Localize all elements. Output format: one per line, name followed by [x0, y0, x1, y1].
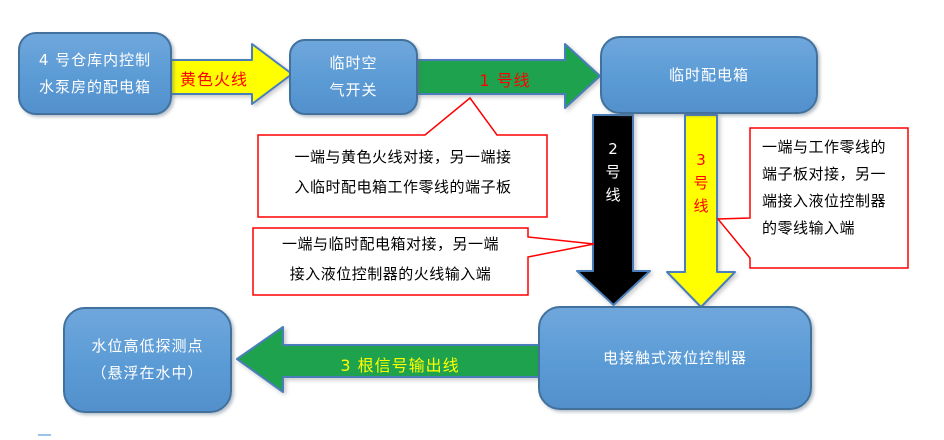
callout-wire-3-note: 一端与工作零线的 端子板对接，另一 端接入液位控制器 的零线输入端	[762, 134, 902, 242]
node-liquid-level-controller: 电接触式液位控制器	[538, 306, 812, 410]
node-label-line: 电接触式液位控制器	[602, 348, 747, 367]
signal-output-label: 3 根信号输出线	[340, 356, 460, 375]
wire-2-char: 号	[605, 163, 621, 181]
wire-1-label: 1 号线	[479, 71, 531, 90]
node-label-line: 气开关	[329, 81, 378, 99]
node-label-line: 临时空	[329, 54, 378, 72]
node-label-line: 4 号仓库内控制	[38, 50, 152, 69]
wire-2-arrow	[576, 114, 651, 306]
node-warehouse-distribution-box: 4 号仓库内控制 水泵房的配电箱	[18, 32, 172, 115]
wire-3-arrow	[666, 114, 736, 308]
callout-line: 一端与工作零线的	[762, 138, 887, 156]
callout-line: 的零线输入端	[762, 219, 856, 237]
wire-3-char: 线	[693, 197, 709, 215]
wire-1-arrow	[415, 43, 601, 109]
callout-line: 一端与黄色火线对接，另一端接	[294, 148, 512, 166]
wire-2-label: 2 号 线	[597, 141, 629, 203]
wire-3-char: 3	[696, 151, 706, 169]
wire-3-label: 3 号 线	[685, 152, 717, 214]
node-label-line: 临时配电箱	[668, 65, 749, 84]
node-label-line: （悬浮在水中）	[91, 364, 204, 382]
node-water-level-probe: 水位高低探测点 （悬浮在水中）	[63, 307, 232, 413]
yellow-live-wire-arrow	[168, 43, 293, 105]
node-label-line: 水位高低探测点	[91, 337, 204, 355]
node-label-line: 水泵房的配电箱	[38, 77, 151, 96]
callout-line: 接入液位控制器的火线输入端	[289, 265, 492, 283]
wire-3-char: 号	[693, 174, 709, 192]
callout-wire-2-note: 一端与临时配电箱对接，另一端 接入液位控制器的火线输入端	[253, 229, 528, 289]
callout-line: 端接入液位控制器	[762, 192, 887, 210]
node-temp-air-switch: 临时空 气开关	[289, 39, 418, 115]
callout-line: 一端与临时配电箱对接，另一端	[281, 235, 499, 253]
callout-line: 入临时配电箱工作零线的端子板	[294, 178, 512, 196]
callout-wire-2-note-shape	[252, 227, 595, 296]
callout-wire-1-note: 一端与黄色火线对接，另一端接 入临时配电箱工作零线的端子板	[258, 142, 548, 202]
wire-2-char: 2	[608, 140, 618, 158]
wire-2-char: 线	[605, 186, 621, 204]
callout-wire-3-note-shape	[716, 127, 909, 269]
stray-mark	[38, 434, 51, 436]
callout-line: 端子板对接，另一	[762, 165, 887, 183]
callout-wire-1-note-shape	[257, 96, 548, 218]
node-temp-distribution-box: 临时配电箱	[600, 36, 818, 114]
yellow-live-wire-label: 黄色火线	[179, 70, 248, 89]
